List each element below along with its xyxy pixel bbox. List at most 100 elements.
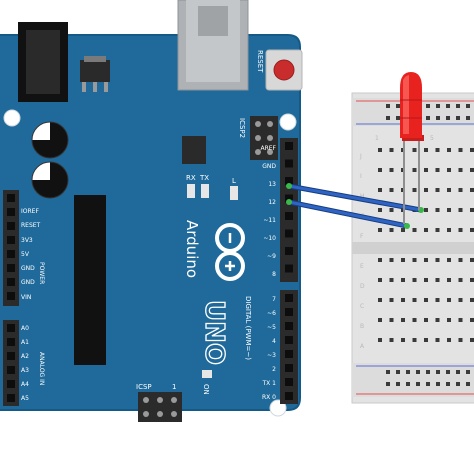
breadboard-hole [389, 298, 394, 302]
header-pin-socket [285, 294, 293, 302]
mounting-hole [3, 109, 21, 127]
rail-hole [466, 116, 470, 120]
breadboard-hole [424, 258, 428, 262]
rail-hole [406, 382, 410, 386]
arduino-logo-icon [215, 223, 245, 281]
breadboard-hole [447, 188, 451, 192]
breadboard-hole [470, 318, 474, 322]
digital-header-2-labels: 7 ~6 ~5 4 ~3 2 TX 1 RX 0 [262, 296, 277, 401]
pin-label-rx0: RX 0 [262, 394, 276, 401]
pin-label-a5: A5 [21, 395, 29, 402]
header-pin-socket [7, 250, 15, 258]
header-pin-socket [7, 292, 15, 300]
breadboard-hole [458, 168, 463, 172]
row-letter-a: A [360, 343, 365, 350]
header-pin-socket [7, 264, 15, 272]
breadboard-hole [389, 208, 394, 212]
rail-hole [386, 370, 390, 374]
header-pin-socket [285, 350, 293, 358]
pin-label-a4: A4 [21, 381, 29, 388]
row-letter-c: C [360, 303, 364, 310]
breadboard-hole [470, 338, 474, 342]
breadboard-hole [424, 148, 428, 152]
breadboard-hole [470, 298, 474, 302]
breadboard-hole [412, 188, 417, 192]
pin-label-gnd-2: GND [21, 279, 35, 286]
breadboard-hole [401, 228, 405, 232]
usb-chip [182, 136, 206, 164]
icsp2-label: ICSP2 [238, 118, 246, 138]
breadboard-hole [389, 278, 394, 282]
breadboard-hole [470, 168, 474, 172]
rail-hole [426, 116, 430, 120]
breadboard-hole [447, 298, 451, 302]
breadboard-hole [412, 318, 417, 322]
breadboard-hole [389, 318, 394, 322]
pin-label-a3: A3 [21, 367, 29, 374]
power-header [3, 190, 19, 306]
breadboard-hole [412, 338, 417, 342]
breadboard-hole [435, 188, 440, 192]
pin-label-12: 12 [268, 199, 276, 206]
rail-hole [436, 116, 440, 120]
capacitor [31, 121, 69, 159]
pin-label-6: ~6 [267, 310, 276, 317]
col-number-5: 5 [430, 135, 434, 142]
rail-hole [406, 370, 410, 374]
breadboard-hole [435, 208, 440, 212]
header-pin-socket [7, 380, 15, 388]
pin-label-gnd-1: GND [21, 265, 35, 272]
analog-header [3, 320, 19, 406]
header-pin-socket [285, 247, 293, 255]
pin-label-a0: A0 [21, 325, 29, 332]
breadboard-hole [424, 208, 428, 212]
breadboard-hole [470, 258, 474, 262]
microcontroller-chip [74, 195, 106, 365]
mounting-hole [279, 113, 297, 131]
analog-header-labels: A0 A1 A2 A3 A4 A5 [21, 325, 29, 402]
rail-hole [436, 104, 440, 108]
breadboard-hole [378, 298, 382, 302]
rail-hole [456, 104, 460, 108]
pin-label-11: ~11 [263, 217, 276, 224]
pin-label-reset: RESET [21, 222, 41, 229]
header-pin-socket [285, 264, 293, 273]
header-pin-socket [7, 394, 15, 402]
breadboard-hole [470, 208, 474, 212]
header-pin-socket [7, 236, 15, 244]
header-pin-socket [285, 392, 293, 400]
breadboard-hole [458, 298, 463, 302]
breadboard-hole [378, 318, 382, 322]
breadboard-hole [435, 298, 440, 302]
breadboard-hole [435, 338, 440, 342]
breadboard-hole [458, 318, 463, 322]
breadboard-hole [378, 258, 382, 262]
breadboard-hole [458, 148, 463, 152]
rail-hole [386, 116, 390, 120]
breadboard-hole [447, 228, 451, 232]
header-pin-socket [7, 324, 15, 332]
pin-label-5v: 5V [21, 251, 30, 258]
reset-button[interactable] [265, 49, 303, 91]
header-pin-socket [7, 352, 15, 360]
tx-led [201, 184, 209, 198]
digital-header-1-labels: AREF GND 13 12 ~11 ~10 ~9 8 [260, 145, 276, 278]
row-letter-i: I [360, 173, 362, 180]
rail-hole [386, 382, 390, 386]
rail-hole [456, 382, 460, 386]
breadboard-hole [424, 318, 428, 322]
breadboard-hole [447, 168, 451, 172]
breadboard-hole [401, 318, 405, 322]
pin-label-13: 13 [268, 181, 276, 188]
icsp-pin1-label: 1 [172, 383, 176, 391]
digital-label: DIGITAL (PWM=~) [244, 296, 252, 360]
breadboard-hole [458, 188, 463, 192]
breadboard-hole [447, 338, 451, 342]
breadboard-hole [412, 148, 417, 152]
breadboard-hole [435, 228, 440, 232]
row-letter-j: J [359, 153, 362, 160]
rx-led [187, 184, 195, 198]
l-led [230, 186, 238, 200]
pin-label-3v3: 3V3 [21, 237, 33, 244]
